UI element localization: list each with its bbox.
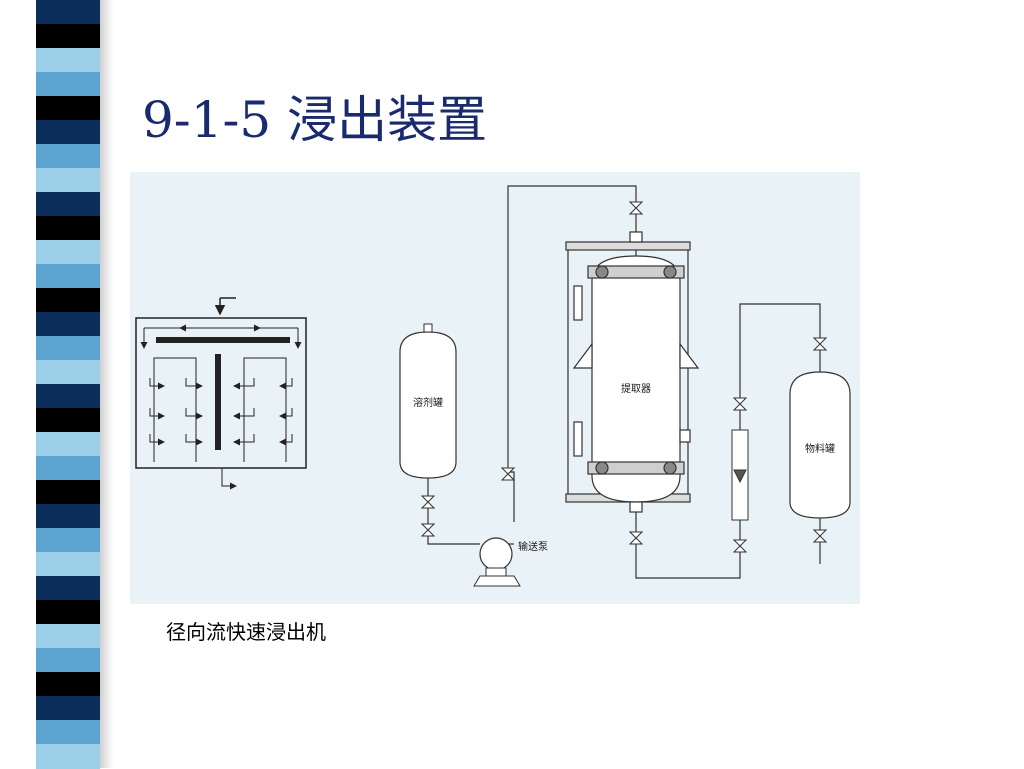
right-basket [243,357,287,462]
stripe-segment [36,336,100,361]
stripe-segment [36,456,100,481]
stripe-segment [36,744,100,769]
stripe-segment [36,504,100,529]
stripe-segment [36,264,100,289]
valve-icon [420,495,436,509]
valve-icon [812,529,828,543]
outlet-flow-arrow [221,468,237,490]
stripe-segment [36,168,100,193]
stripe-segment [36,432,100,457]
valve-icon [628,201,644,215]
stripe-segment [36,624,100,649]
transfer-pump: 输送泵 [473,537,548,587]
stripe-segment [36,192,100,217]
solvent-tank-label: 溶剂罐 [413,396,443,409]
stripe-segment [36,648,100,673]
valves [420,201,828,553]
valve-icon [732,539,748,553]
flow-meter [731,429,749,521]
stripe-segment [36,720,100,745]
radial-flow-schematic [135,297,307,490]
material-tank: 物料罐 [789,371,851,519]
stripe-segment [36,72,100,97]
schematic-outer-box [135,317,307,469]
stripe-segment [36,312,100,337]
stripe-segment [36,0,100,25]
stripe-segment [36,696,100,721]
valve-icon [812,337,828,351]
extractor-label: 提取器 [621,383,651,395]
valve-icon [420,523,436,537]
stripe-segment [36,600,100,625]
stripe-segment [36,528,100,553]
stripe-segment [36,240,100,265]
valve-icon [628,531,644,545]
stripe-segment [36,360,100,385]
extractor-vessel: 提取器 [565,231,700,513]
stripe-segment [36,576,100,601]
stripe-segment [36,48,100,73]
stripe-segment [36,120,100,145]
stripe-segment [36,552,100,577]
valve-icon [500,467,516,481]
stripe-segment [36,24,100,49]
stripe-segment [36,144,100,169]
left-basket [153,357,197,462]
stripe-segment [36,672,100,697]
decorative-stripe-bar [36,0,100,769]
material-tank-label: 物料罐 [805,442,835,455]
solvent-tank: 溶剂罐 [399,323,457,479]
figure-caption: 径向流快速浸出机 [166,620,326,644]
pump-label: 输送泵 [518,540,548,553]
stripe-segment [36,216,100,241]
inward-flow-arrows [149,378,293,446]
stripe-segment [36,96,100,121]
stripe-segment [36,384,100,409]
valve-icon [732,397,748,411]
stripe-segment [36,408,100,433]
stripe-segment [36,288,100,313]
apparatus-diagram: 溶剂罐 输送泵 提 [135,185,851,587]
extraction-apparatus-figure: 溶剂罐 输送泵 提 [130,172,860,604]
slide-title: 9-1-5 浸出装置 [142,91,488,149]
stripe-bar-shadow [100,0,114,768]
stripe-segment [36,480,100,505]
